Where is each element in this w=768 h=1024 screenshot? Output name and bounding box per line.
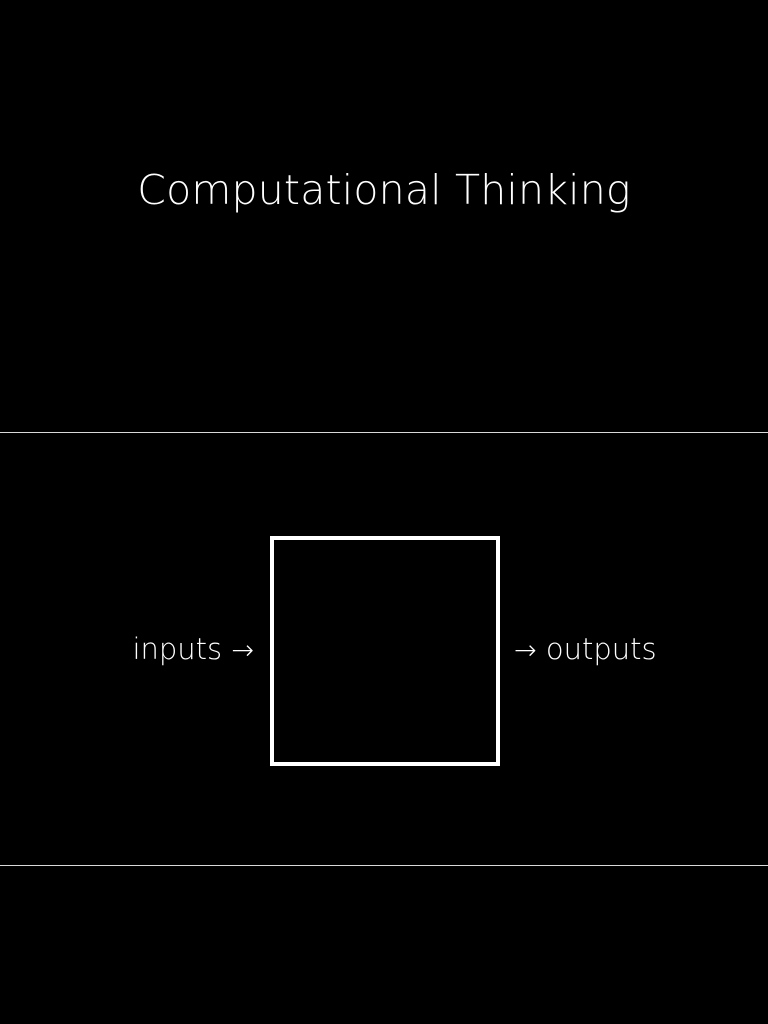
slide-black-box-diagram: inputs → → outputs: [0, 433, 768, 865]
slide-divider: [0, 432, 768, 433]
slide-divider: [0, 865, 768, 866]
outputs-label-group: → outputs: [514, 629, 657, 669]
inputs-label: inputs: [132, 632, 223, 666]
right-arrow-icon: →: [231, 635, 254, 666]
slide-title: Computational Thinking: [137, 166, 631, 214]
black-box: [270, 536, 500, 766]
right-arrow-icon: →: [514, 635, 537, 666]
slide-blank: [0, 866, 768, 1024]
slide-title-page: Computational Thinking: [0, 0, 768, 432]
inputs-label-group: inputs →: [132, 629, 254, 669]
outputs-label: outputs: [545, 632, 657, 666]
